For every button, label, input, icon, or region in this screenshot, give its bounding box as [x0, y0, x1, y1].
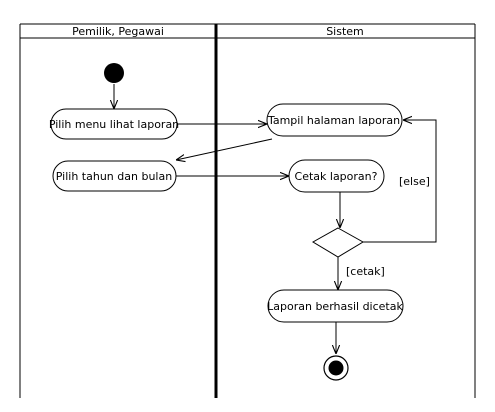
- activity-tampil-shape: [266, 103, 403, 137]
- activity-pilih-menu-shape: [50, 108, 178, 140]
- flow-tampil-to-pilih-tahun: [176, 138, 273, 160]
- control-flows: [114, 84, 437, 354]
- activity-pilih-menu: Pilih menu lihat laporan: [49, 108, 179, 140]
- activity-cetak: Cetak laporan?: [288, 159, 385, 193]
- guard-else-label: [else]: [399, 175, 430, 188]
- guard-cetak-label: [cetak]: [346, 265, 385, 278]
- activity-pilih-tahun-shape: [52, 160, 177, 192]
- activity-pilih-tahun: Pilih tahun dan bulan: [52, 160, 177, 192]
- activity-cetak-label: Cetak laporan?: [295, 170, 378, 183]
- activity-tampil-label: Tampil halaman laporan: [267, 114, 400, 127]
- activity-berhasil: Laporan berhasil dicetak: [267, 289, 404, 323]
- activity-tampil: Tampil halaman laporan: [266, 103, 403, 137]
- swimlane-header-system: Sistem: [326, 25, 364, 38]
- final-node: [323, 355, 349, 381]
- activity-cetak-shape: [288, 159, 385, 193]
- swimlane-frame: [19, 23, 476, 398]
- activity-berhasil-shape: [267, 289, 404, 323]
- flow-decision-else-to-tampil: [363, 120, 437, 243]
- swimlane-header-owner: Pemilik, Pegawai: [72, 25, 164, 38]
- final-node-core: [328, 360, 344, 376]
- activity-pilih-tahun-label: Pilih tahun dan bulan: [56, 170, 172, 183]
- decision-node: [312, 227, 364, 258]
- activity-pilih-menu-label: Pilih menu lihat laporan: [49, 118, 179, 131]
- activity-berhasil-label: Laporan berhasil dicetak: [267, 300, 403, 313]
- initial-node: [104, 63, 124, 83]
